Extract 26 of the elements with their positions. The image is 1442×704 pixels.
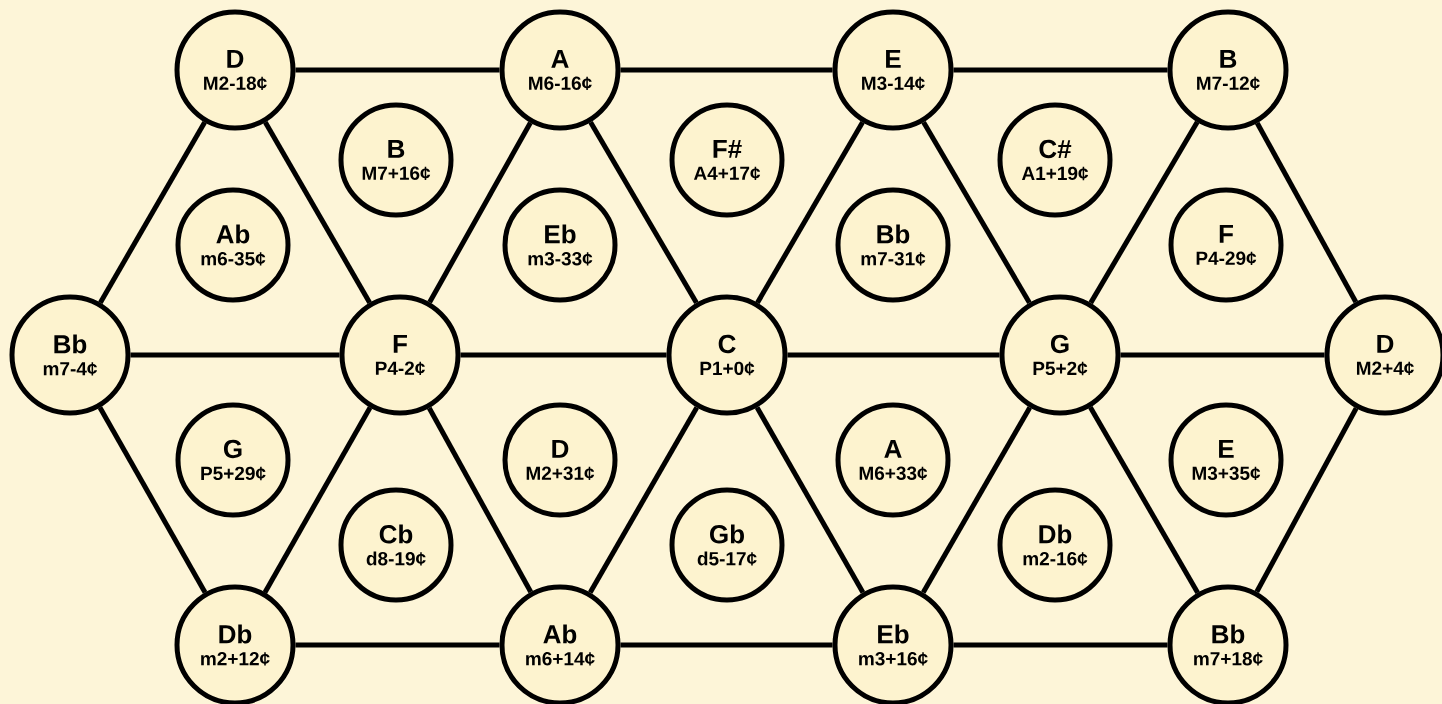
connector-line [427,121,533,304]
connector-line [263,121,372,304]
connector-line [295,67,500,73]
connector-line [755,121,865,304]
connector-line [460,352,667,358]
connector-line [921,406,1032,594]
connector-line [953,642,1168,648]
connector-line [1088,120,1200,305]
connector-line [1088,406,1200,594]
connector-line [262,406,373,594]
connector-line [1120,352,1325,358]
connector-line [620,642,833,648]
connector-line [754,406,866,594]
connector-line [620,67,833,73]
connector-line [98,121,207,304]
connector-line [1255,121,1358,304]
connector-line [130,352,340,358]
connector-line [953,67,1168,73]
connector-line [588,120,699,305]
connector-line [295,642,500,648]
connector-line [921,120,1032,305]
connector-line [427,406,533,594]
connector-line [1254,407,1359,593]
connector-line [97,406,208,594]
connector-line [588,406,699,594]
connector-line [787,352,1000,358]
